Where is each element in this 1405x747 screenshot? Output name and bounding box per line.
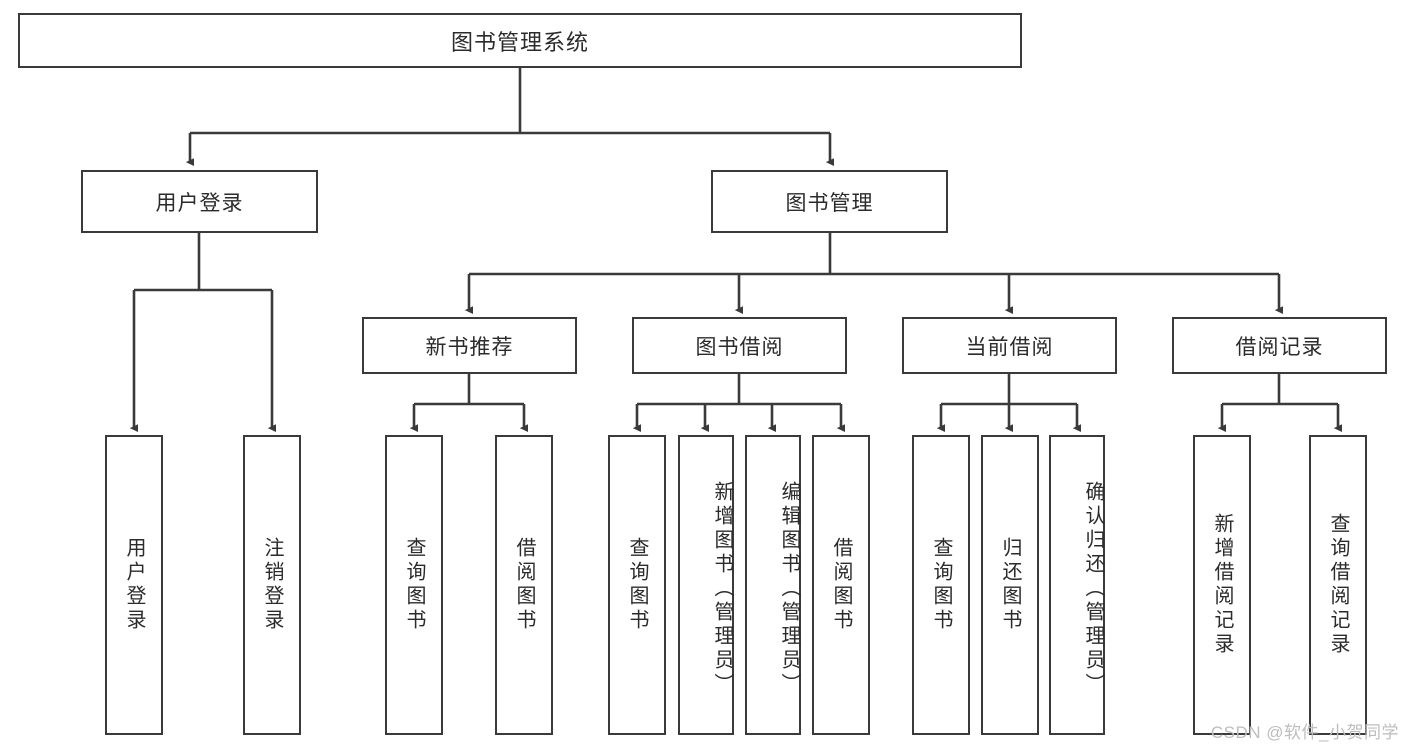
node-label: 图书借阅 — [695, 335, 784, 359]
node-borrowing-records[interactable]: 借阅记录 — [1172, 317, 1387, 374]
node-label: 查询图书 — [403, 537, 425, 633]
node-label: 查询图书 — [626, 537, 648, 633]
node-new-book-recommendation[interactable]: 新书推荐 — [362, 317, 577, 374]
node-label: 新增图书（管理员） — [711, 481, 733, 697]
node-label: 用户登录 — [123, 537, 145, 633]
node-label: 查询图书 — [930, 537, 952, 633]
node-current-borrowing[interactable]: 当前借阅 — [902, 317, 1117, 374]
node-label: 当前借阅 — [965, 335, 1054, 359]
leaf-book-borrow-borrow-book[interactable]: 借阅图书 — [812, 435, 870, 735]
node-label: 编辑图书（管理员） — [778, 481, 800, 697]
node-label: 借阅图书 — [513, 537, 535, 633]
leaf-book-borrow-query-book[interactable]: 查询图书 — [608, 435, 666, 735]
node-label: 查询借阅记录 — [1327, 513, 1349, 657]
node-root-book-management-system[interactable]: 图书管理系统 — [18, 13, 1022, 68]
node-label: 借阅图书 — [830, 537, 852, 633]
node-label: 新增借阅记录 — [1211, 513, 1233, 657]
node-label: 图书管理 — [785, 191, 874, 215]
leaf-book-borrow-edit-book-admin[interactable]: 编辑图书（管理员） — [745, 435, 801, 735]
leaf-user-login-login[interactable]: 用户登录 — [105, 435, 163, 735]
leaf-new-books-borrow-book[interactable]: 借阅图书 — [495, 435, 553, 735]
node-label: 注销登录 — [261, 537, 283, 633]
leaf-book-borrow-add-book-admin[interactable]: 新增图书（管理员） — [678, 435, 734, 735]
watermark: CSDN @软件_小贺同学 — [1210, 723, 1399, 742]
node-book-management[interactable]: 图书管理 — [711, 170, 948, 233]
leaf-current-borrow-return-book[interactable]: 归还图书 — [981, 435, 1039, 735]
leaf-new-books-query-book[interactable]: 查询图书 — [385, 435, 443, 735]
leaf-current-borrow-confirm-return-admin[interactable]: 确认归还（管理员） — [1049, 435, 1105, 735]
leaf-records-add-record[interactable]: 新增借阅记录 — [1193, 435, 1251, 735]
node-label: 归还图书 — [999, 537, 1021, 633]
node-label: 图书管理系统 — [450, 29, 589, 55]
node-book-borrowing[interactable]: 图书借阅 — [632, 317, 847, 374]
node-label: 新书推荐 — [425, 335, 514, 359]
leaf-records-query-record[interactable]: 查询借阅记录 — [1309, 435, 1367, 735]
leaf-current-borrow-query-book[interactable]: 查询图书 — [912, 435, 970, 735]
node-user-login[interactable]: 用户登录 — [81, 170, 318, 233]
node-label: 用户登录 — [155, 191, 244, 215]
node-label: 借阅记录 — [1235, 335, 1324, 359]
leaf-user-login-logout[interactable]: 注销登录 — [243, 435, 301, 735]
node-label: 确认归还（管理员） — [1082, 481, 1104, 697]
